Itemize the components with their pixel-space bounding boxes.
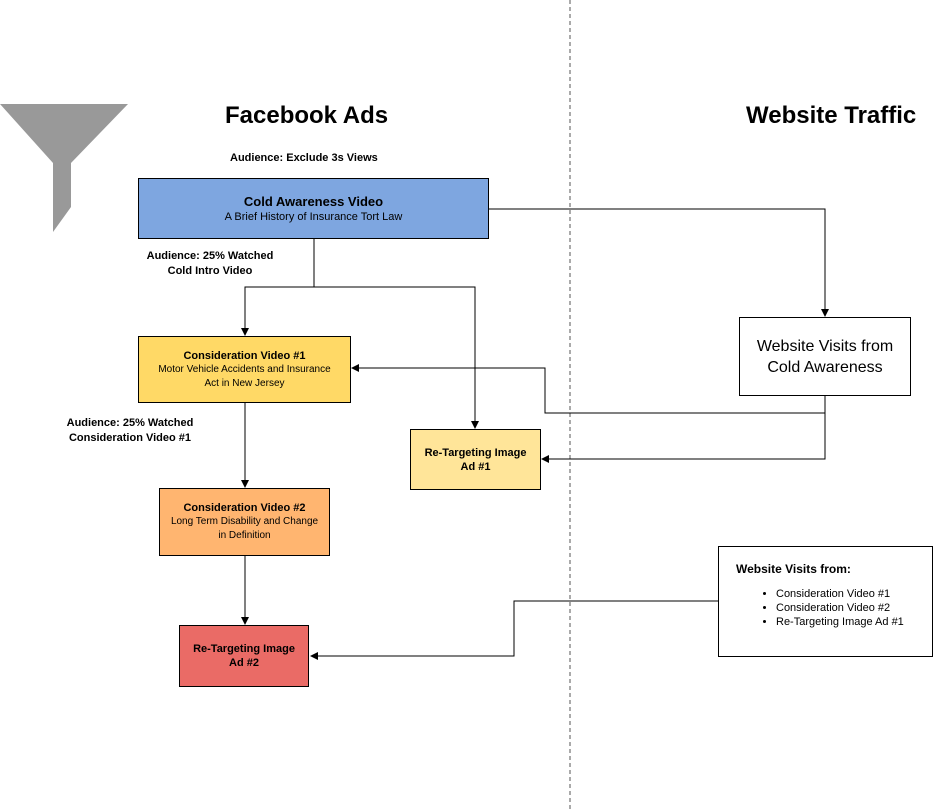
- node-website-visits-list[interactable]: Website Visits from: Consideration Video…: [718, 546, 933, 657]
- list-item: Consideration Video #1: [776, 587, 904, 601]
- node-visits-cold-line1: Website Visits from: [756, 337, 894, 355]
- node-retargeting-ad-2[interactable]: Re-Targeting Image Ad #2: [179, 625, 309, 687]
- node-retarget2-line2: Ad #2: [229, 657, 259, 669]
- node-consideration-video-2[interactable]: Consideration Video #2 Long Term Disabil…: [159, 488, 330, 556]
- node-visits-list-title: Website Visits from:: [736, 562, 851, 576]
- node-cold-title: Cold Awareness Video: [243, 193, 384, 209]
- funnel-icon: [0, 104, 128, 232]
- node-consideration1-title: Consideration Video #1: [183, 349, 306, 362]
- audience-note-top: Audience: Exclude 3s Views: [230, 152, 378, 164]
- connector-cold-visits: [488, 208, 829, 317]
- connector-visits-retarget2: [310, 600, 718, 660]
- node-retarget1-line1: Re-Targeting Image: [424, 446, 527, 459]
- node-consideration1-line1: Motor Vehicle Accidents and Insurance: [158, 363, 331, 375]
- node-retargeting-ad-1[interactable]: Re-Targeting Image Ad #1: [410, 429, 541, 490]
- audience-note-mid-line1: Audience: 25% Watched: [146, 250, 274, 262]
- audience-note-mid-line2: Cold Intro Video: [167, 265, 253, 277]
- connector-visits-retarget1: [541, 413, 826, 463]
- audience-note-mid: Audience: 25% Watched Cold Intro Video: [140, 249, 280, 279]
- node-retarget1-line2: Ad #1: [460, 460, 491, 473]
- node-visits-list-items: Consideration Video #1 Consideration Vid…: [736, 587, 904, 629]
- list-item: Re-Targeting Image Ad #1: [776, 615, 904, 629]
- node-consideration2-title: Consideration Video #2: [183, 502, 306, 514]
- node-visits-cold-line2: Cold Awareness: [767, 358, 883, 376]
- connector-visits-consideration1: [351, 364, 826, 414]
- connector-cold-retarget1: [314, 286, 479, 429]
- list-item: Consideration Video #2: [776, 601, 904, 615]
- node-retarget2-line1: Re-Targeting Image: [193, 643, 295, 655]
- audience-note-low: Audience: 25% Watched Consideration Vide…: [60, 416, 200, 446]
- node-consideration2-line2: in Definition: [218, 530, 271, 541]
- node-consideration2-line1: Long Term Disability and Change: [170, 516, 319, 527]
- node-consideration-video-1[interactable]: Consideration Video #1 Motor Vehicle Acc…: [138, 336, 351, 403]
- audience-note-low-line1: Audience: 25% Watched: [66, 417, 194, 429]
- heading-website-traffic: Website Traffic: [746, 102, 917, 129]
- audience-note-low-line2: Consideration Video #1: [68, 432, 192, 444]
- node-consideration1-line2: Act in New Jersey: [204, 377, 285, 389]
- connector-cold-branch: [241, 238, 315, 336]
- node-cold-subtitle: A Brief History of Insurance Tort Law: [224, 210, 403, 223]
- heading-facebook-ads: Facebook Ads: [225, 102, 389, 129]
- node-website-visits-cold[interactable]: Website Visits from Cold Awareness: [739, 317, 911, 396]
- node-cold-awareness-video[interactable]: Cold Awareness Video A Brief History of …: [138, 178, 489, 239]
